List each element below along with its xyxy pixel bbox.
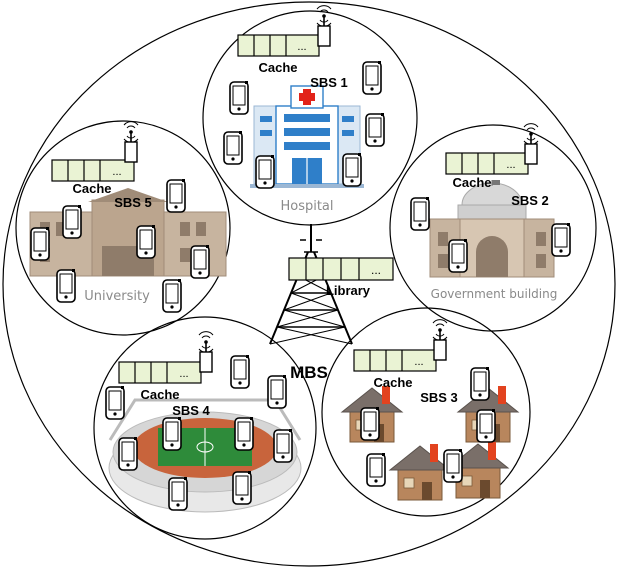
- phone-icon: [234, 416, 254, 451]
- cache-label: Cache: [72, 181, 111, 196]
- phone-icon: [230, 354, 250, 389]
- phone-icon: [551, 222, 571, 257]
- sbs-2-antenna-icon: [523, 122, 539, 165]
- sbs-5-antenna-icon: [123, 120, 139, 163]
- phone-icon: [162, 278, 182, 313]
- phone-icon: [365, 112, 385, 147]
- phone-icon: [255, 154, 275, 189]
- cache-label: Cache: [452, 175, 491, 190]
- cache-ellipsis: ...: [179, 368, 188, 380]
- library-cache-ellipsis: ...: [371, 263, 381, 277]
- phone-icon: [273, 428, 293, 463]
- phone-icon: [476, 408, 496, 443]
- cache-label: Cache: [373, 375, 412, 390]
- cache-ellipsis: ...: [112, 166, 121, 178]
- phone-icon: [360, 406, 380, 441]
- place-label: Hospital: [280, 199, 333, 214]
- sbs-label: SBS 4: [172, 403, 210, 418]
- small-cell-3-boundary: [321, 307, 531, 517]
- sbs-label: SBS 5: [114, 195, 152, 210]
- phone-icon: [267, 374, 287, 409]
- cache-ellipsis: ...: [297, 41, 306, 53]
- phone-icon: [229, 80, 249, 115]
- phone-icon: [168, 476, 188, 511]
- phone-icon: [105, 385, 125, 420]
- sbs-label: SBS 1: [310, 75, 348, 90]
- phone-icon: [30, 226, 50, 261]
- cache-sbs-2: ...: [445, 152, 529, 175]
- place-label: Government building: [431, 287, 558, 301]
- phone-icon: [162, 416, 182, 451]
- phone-icon: [443, 448, 463, 483]
- phone-icon: [190, 244, 210, 279]
- phone-icon: [410, 196, 430, 231]
- hospital-building-icon: [250, 85, 364, 188]
- phone-icon: [223, 130, 243, 165]
- phone-icon: [362, 60, 382, 95]
- cache-sbs-4: ...: [118, 361, 202, 384]
- mbs-label: MBS: [290, 363, 328, 382]
- sbs-label: SBS 2: [511, 193, 549, 208]
- phone-icon: [470, 366, 490, 401]
- small-cell-4-boundary: [93, 316, 317, 540]
- cache-label: Cache: [258, 60, 297, 75]
- phone-icon: [366, 452, 386, 487]
- cache-sbs-1: ...: [237, 34, 320, 57]
- sbs-label: SBS 3: [420, 390, 458, 405]
- small-cell-5-boundary: [15, 120, 231, 336]
- phone-icon: [342, 152, 362, 187]
- library-label: Library: [326, 283, 371, 298]
- sbs-4-antenna-icon: [198, 330, 214, 373]
- cache-label: Cache: [140, 387, 179, 402]
- cache-sbs-3: ...: [353, 349, 437, 372]
- cache-ellipsis: ...: [414, 356, 423, 368]
- phone-icon: [232, 470, 252, 505]
- library-cache: ...: [288, 257, 394, 281]
- phone-icon: [166, 178, 186, 213]
- phone-icon: [448, 238, 468, 273]
- phone-icon: [56, 268, 76, 303]
- place-label: University: [84, 289, 150, 304]
- sbs-3-antenna-icon: [432, 318, 448, 361]
- cache-ellipsis: ...: [506, 159, 515, 171]
- cache-sbs-5: ...: [51, 159, 135, 182]
- small-cell-2-boundary: [389, 124, 597, 332]
- phone-icon: [118, 436, 138, 471]
- phone-icon: [62, 204, 82, 239]
- phone-icon: [136, 224, 156, 259]
